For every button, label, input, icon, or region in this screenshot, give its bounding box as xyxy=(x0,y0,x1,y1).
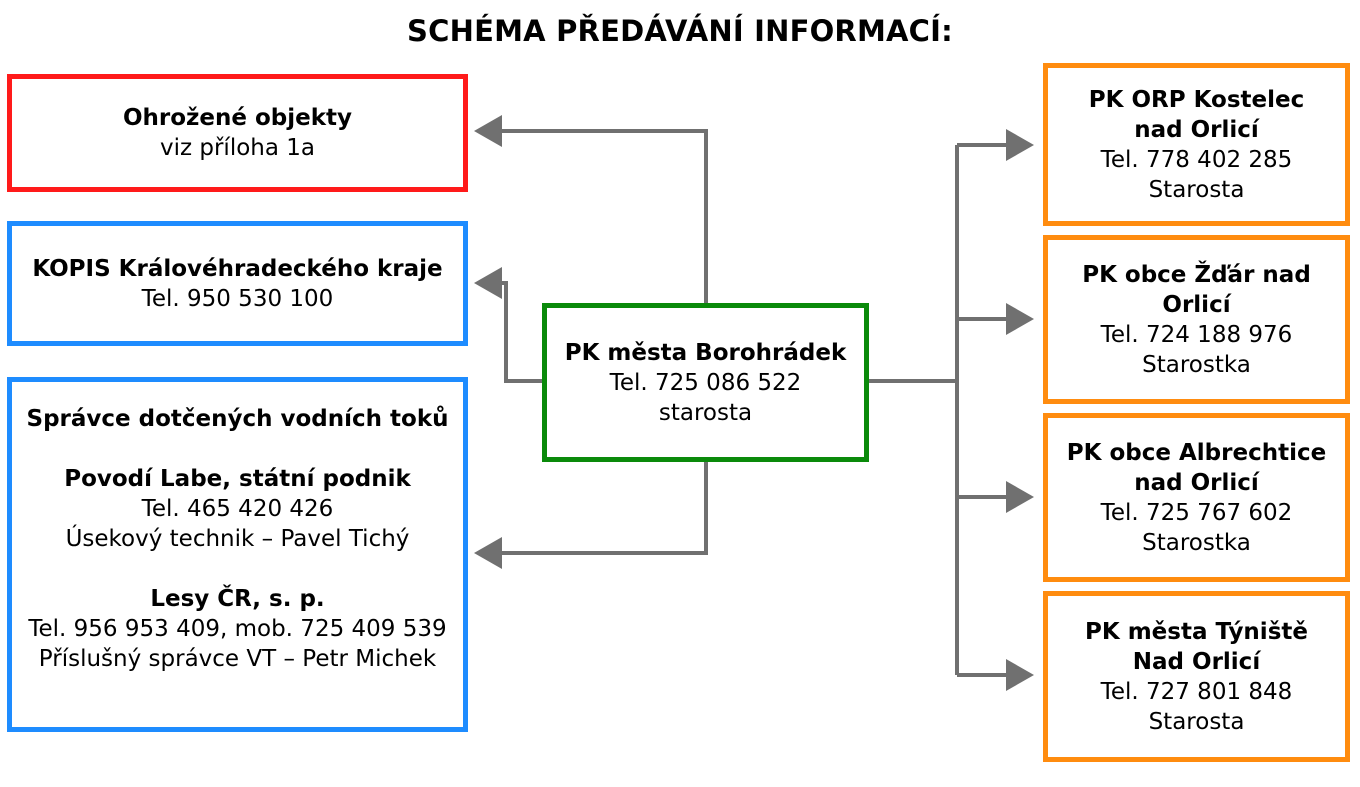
center-role: starosta xyxy=(658,399,753,426)
right-name-line2: nad Orlicí xyxy=(1134,116,1259,143)
threatened-name: Ohrožené objekty xyxy=(122,105,353,131)
kopis-tel: Tel. 950 530 100 xyxy=(141,285,334,312)
water-heading: Správce dotčených vodních toků xyxy=(26,406,449,432)
right-name-line2: Orlicí xyxy=(1162,291,1231,318)
right-box-1: PK ORP Kostelec nad Orlicí Tel. 778 402 … xyxy=(1043,63,1350,226)
arrow-to-kopis xyxy=(474,267,543,383)
arrow-to-water xyxy=(474,460,708,569)
center-tel: Tel. 725 086 522 xyxy=(609,369,802,396)
trunk-right xyxy=(867,145,959,675)
right-role: Starosta xyxy=(1148,708,1245,735)
right-tel: Tel. 724 188 976 xyxy=(1100,321,1293,348)
org2-role: Příslušný správce VT – Petr Michek xyxy=(38,646,437,672)
right-tel: Tel. 778 402 285 xyxy=(1100,146,1293,173)
right-name-line2: Nad Orlicí xyxy=(1132,648,1261,675)
threatened-note: viz příloha 1a xyxy=(159,135,315,161)
right-role: Starostka xyxy=(1142,351,1251,378)
org2-name: Lesy ČR, s. p. xyxy=(150,586,325,612)
org2-tel: Tel. 956 953 409, mob. 725 409 539 xyxy=(28,616,447,642)
org1-role: Úsekový technik – Pavel Tichý xyxy=(65,526,410,552)
arrow-to-threatened xyxy=(474,115,708,305)
right-box-3: PK obce Albrechtice nad Orlicí Tel. 725 … xyxy=(1043,413,1350,582)
kopis-name: KOPIS Královéhradeckého kraje xyxy=(32,255,443,282)
water-managers-box: Správce dotčených vodních toků Povodí La… xyxy=(7,377,468,732)
right-name-line1: PK obce Žďár nad xyxy=(1082,261,1311,288)
center-name: PK města Borohrádek xyxy=(564,339,847,366)
threatened-objects-box: Ohrožené objekty viz příloha 1a xyxy=(7,74,468,192)
right-tel: Tel. 727 801 848 xyxy=(1100,678,1293,705)
right-name-line2: nad Orlicí xyxy=(1134,469,1259,496)
org1-tel: Tel. 465 420 426 xyxy=(141,496,334,522)
center-box: PK města Borohrádek Tel. 725 086 522 sta… xyxy=(542,303,869,462)
right-box-2: PK obce Žďár nad Orlicí Tel. 724 188 976… xyxy=(1043,235,1350,404)
right-name-line1: PK obce Albrechtice xyxy=(1066,439,1327,466)
org1-name: Povodí Labe, státní podnik xyxy=(64,466,411,492)
right-tel: Tel. 725 767 602 xyxy=(1100,499,1293,526)
kopis-box: KOPIS Královéhradeckého kraje Tel. 950 5… xyxy=(7,221,468,346)
right-role: Starostka xyxy=(1142,529,1251,556)
right-box-4: PK města Týniště Nad Orlicí Tel. 727 801… xyxy=(1043,591,1350,762)
right-name-line1: PK ORP Kostelec xyxy=(1088,86,1305,113)
diagram-title: SCHÉMA PŘEDÁVÁNÍ INFORMACÍ: xyxy=(407,14,953,48)
right-role: Starosta xyxy=(1148,176,1245,203)
right-name-line1: PK města Týniště xyxy=(1085,618,1308,645)
